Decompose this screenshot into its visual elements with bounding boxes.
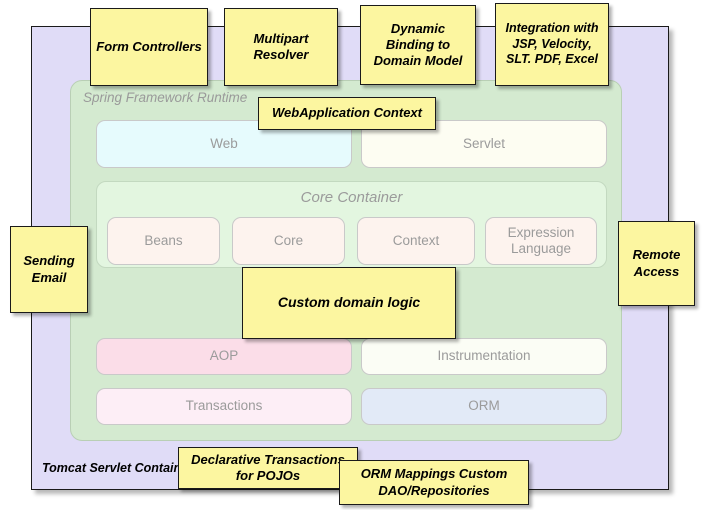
- module-context[interactable]: Context: [357, 217, 475, 265]
- note-custom-domain-logic-label: Custom domain logic: [277, 294, 421, 311]
- note-sending-email-label: Sending Email: [23, 253, 75, 285]
- module-core-label: Core: [273, 232, 304, 248]
- note-orm-mappings[interactable]: ORM Mappings Custom DAO/Repositories: [339, 460, 529, 505]
- note-declarative-transactions-label: Declarative Transactions for POJOs: [191, 451, 345, 483]
- note-declarative-transactions[interactable]: Declarative Transactions for POJOs: [178, 447, 358, 489]
- note-dynamic-binding-label: Dynamic Binding to Domain Model: [373, 20, 463, 69]
- module-instrumentation[interactable]: Instrumentation: [361, 338, 607, 375]
- note-integration-label: Integration with JSP, Velocity, SLT. PDF…: [505, 21, 599, 67]
- note-remote-access[interactable]: Remote Access: [618, 221, 695, 306]
- note-sending-email[interactable]: Sending Email: [10, 226, 88, 313]
- module-expression-language-label: Expression Language: [507, 224, 575, 256]
- module-expression-language[interactable]: Expression Language: [485, 217, 597, 265]
- module-servlet-label: Servlet: [462, 135, 506, 151]
- module-aop[interactable]: AOP: [96, 338, 352, 375]
- module-beans[interactable]: Beans: [107, 217, 220, 265]
- note-integration[interactable]: Integration with JSP, Velocity, SLT. PDF…: [495, 3, 609, 86]
- note-orm-mappings-label: ORM Mappings Custom DAO/Repositories: [360, 466, 508, 498]
- module-orm[interactable]: ORM: [361, 388, 607, 425]
- note-custom-domain-logic[interactable]: Custom domain logic: [242, 267, 456, 339]
- note-multipart-resolver-label: Multipart Resolver: [253, 30, 309, 62]
- spring-framework-runtime-label: Spring Framework Runtime: [83, 90, 248, 105]
- note-form-controllers[interactable]: Form Controllers: [90, 8, 208, 86]
- module-context-label: Context: [392, 232, 440, 248]
- module-beans-label: Beans: [144, 232, 183, 248]
- module-transactions[interactable]: Transactions: [96, 388, 352, 425]
- note-dynamic-binding[interactable]: Dynamic Binding to Domain Model: [360, 5, 476, 85]
- module-instrumentation-label: Instrumentation: [437, 348, 531, 364]
- tomcat-servlet-container-label: Tomcat Servlet Container: [42, 461, 193, 475]
- note-remote-access-label: Remote Access: [632, 247, 681, 279]
- module-transactions-label: Transactions: [185, 398, 263, 414]
- core-container-title: Core Container: [300, 189, 403, 206]
- module-aop-label: AOP: [209, 348, 239, 364]
- note-webapplication-context[interactable]: WebApplication Context: [258, 97, 436, 130]
- module-orm-label: ORM: [468, 398, 500, 414]
- note-webapplication-context-label: WebApplication Context: [272, 105, 422, 121]
- module-core[interactable]: Core: [232, 217, 345, 265]
- module-web-label: Web: [210, 135, 238, 151]
- note-form-controllers-label: Form Controllers: [96, 38, 202, 54]
- module-web[interactable]: Web: [96, 120, 352, 168]
- note-multipart-resolver[interactable]: Multipart Resolver: [224, 8, 338, 86]
